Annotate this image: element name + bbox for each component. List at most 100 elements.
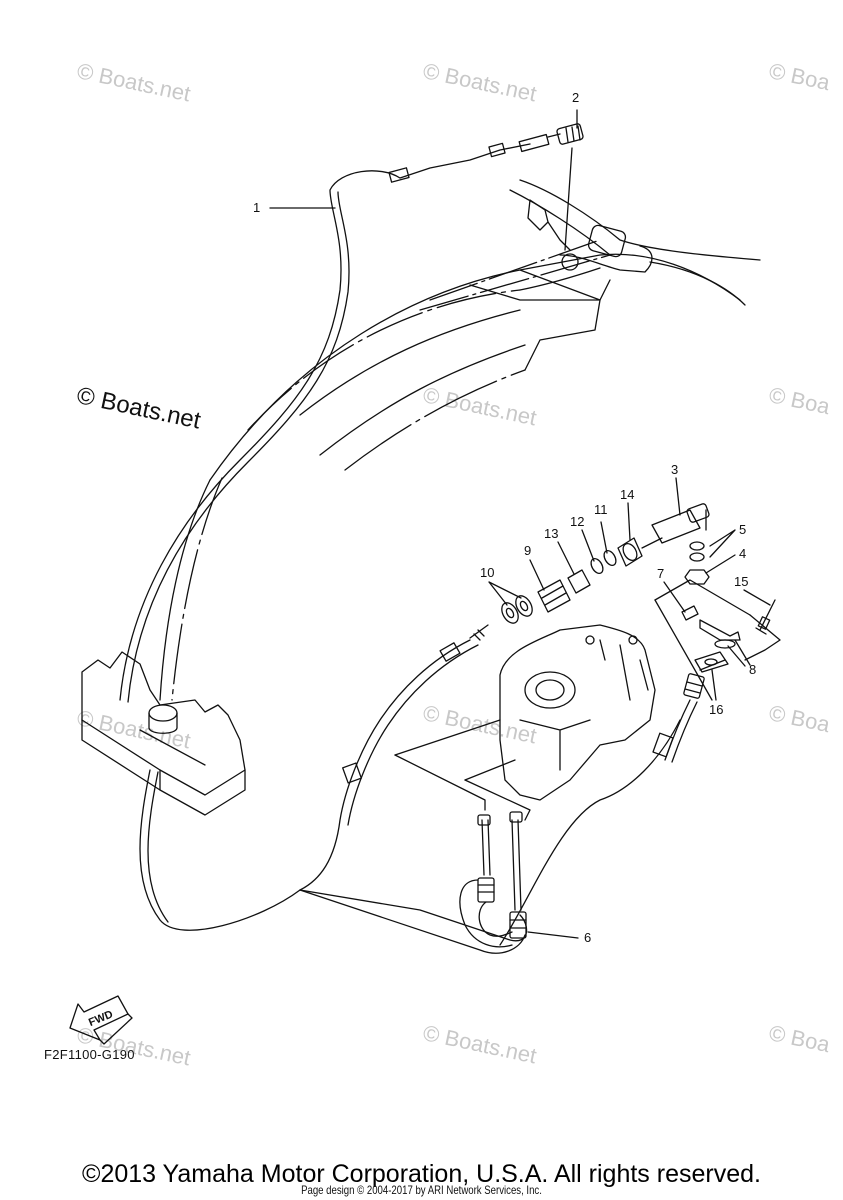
mount-bracket (81, 651, 246, 796)
callout-16: 16 (709, 702, 724, 717)
callout-15: 15 (734, 574, 749, 589)
callout-3: 3 (671, 462, 679, 477)
part-15-pin (757, 616, 771, 630)
engine-detail (519, 719, 591, 771)
hull-outline (469, 279, 611, 301)
diagram-code: F2F1100-G190 (44, 1047, 135, 1062)
cable-center (299, 639, 471, 891)
reference-line (641, 537, 663, 549)
copyright-notice: ©2013 Yamaha Motor Corporation, U.S.A. A… (82, 1160, 761, 1188)
leader-16 (711, 669, 717, 701)
leader-5 (709, 529, 736, 558)
callout-4: 4 (739, 546, 747, 561)
part-10-washer (519, 600, 529, 612)
cable-1-end (518, 133, 550, 153)
cable-grommet (561, 253, 579, 271)
reference-line (654, 599, 726, 701)
cable-lower (139, 769, 528, 942)
cable-lower (147, 771, 169, 923)
part-4-nut (684, 569, 710, 585)
part-14-nut (622, 542, 638, 562)
hull-outline (344, 369, 526, 471)
part-11-washer (603, 549, 617, 567)
callout-12: 12 (570, 514, 585, 529)
leader-4 (705, 554, 736, 574)
throttle-lever (547, 221, 571, 251)
callout-10: 10 (480, 565, 495, 580)
part-6-cap (509, 811, 523, 823)
sensor-sleeve (652, 732, 674, 758)
hull-outline (649, 261, 746, 306)
sensor-cable (671, 701, 698, 763)
cable-center (347, 644, 479, 826)
leader-13 (557, 541, 575, 575)
cable-sleeve (342, 762, 362, 784)
reference-line (654, 579, 751, 616)
hull-outline (171, 477, 223, 701)
part-8-gasket (714, 639, 736, 649)
cable-1-sleeve (388, 167, 410, 183)
part-14-nut (617, 537, 643, 567)
engine-port (535, 679, 565, 701)
reference-line (464, 779, 531, 821)
leader-12 (581, 529, 595, 562)
part-12-washer (590, 557, 604, 575)
cable-1-sleeve (488, 142, 506, 158)
callout-13: 13 (544, 526, 559, 541)
leader-9 (529, 559, 545, 591)
steering-clamp (587, 224, 627, 258)
reference-line (394, 719, 501, 756)
part-6-fitting (477, 877, 495, 903)
callout-7: 7 (657, 566, 665, 581)
reference-line (419, 254, 611, 311)
reference-line (429, 239, 601, 301)
callout-14: 14 (620, 487, 635, 502)
engine-detail (599, 639, 649, 701)
cable-junction (519, 267, 601, 291)
fwd-label: FWD (87, 1008, 115, 1029)
mount-bracket (139, 729, 206, 766)
part-15-pin (755, 627, 767, 635)
callout-5: 5 (739, 522, 747, 537)
leader-15 (743, 589, 771, 606)
part-3-joint (651, 509, 701, 544)
cable-lower (499, 719, 681, 946)
callout-6: 6 (584, 930, 592, 945)
engine-port (524, 671, 576, 709)
part-7-bolt (681, 605, 699, 621)
leader-11 (600, 521, 608, 554)
page-design-credit: Page design © 2004-2017 by ARI Network S… (301, 1183, 542, 1197)
hull-outline (319, 344, 526, 456)
part-5-washer (689, 552, 705, 562)
part-10-washer (505, 607, 515, 619)
part-6-hose (487, 819, 491, 876)
callout-8: 8 (749, 662, 757, 677)
engine-bolt (585, 635, 595, 645)
part-6-hose (459, 879, 513, 948)
sensor-fitting (683, 673, 705, 699)
reference-line (734, 639, 751, 666)
part-3-joint (686, 503, 710, 523)
leader-8 (727, 645, 746, 667)
mount-knob (148, 712, 178, 734)
callout-11: 11 (594, 502, 608, 517)
cable-end (469, 624, 489, 641)
engine-block (499, 624, 656, 801)
cable-1 (127, 191, 350, 703)
callout-9: 9 (524, 543, 532, 558)
part-9-collar (537, 579, 571, 613)
reference-line (744, 614, 781, 661)
part-6-hose (511, 819, 516, 911)
engine-bolt (628, 635, 638, 645)
cable-sleeve (439, 642, 461, 662)
mount-bracket (81, 719, 246, 816)
part-10-washer (501, 602, 519, 624)
reference-line (394, 754, 486, 811)
part-6-hose (478, 901, 513, 937)
mount-knob (148, 704, 178, 722)
part-13-bushing (567, 569, 591, 594)
cable-lower (299, 889, 526, 954)
part-7-plate (699, 619, 741, 641)
leader-3 (675, 477, 681, 516)
